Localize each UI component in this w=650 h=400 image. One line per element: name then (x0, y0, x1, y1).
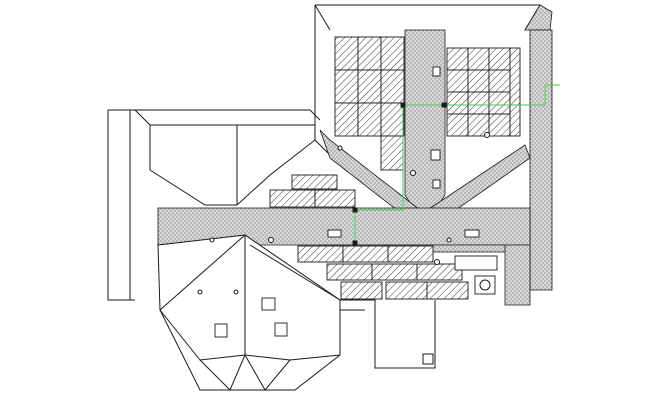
lower-left-roof (157, 234, 341, 391)
solar-panel (467, 47, 490, 71)
vent-round (197, 289, 203, 295)
solar-panel (380, 69, 405, 104)
skylight (464, 229, 480, 238)
skylight (214, 323, 228, 338)
solar-panel (426, 281, 469, 300)
skylight (454, 255, 498, 271)
wire-right (403, 84, 560, 106)
solar-panel (446, 47, 469, 71)
solar-panel-array-lower (297, 245, 469, 300)
lower-extension (340, 299, 436, 369)
vent-round (484, 132, 490, 138)
solar-panel (334, 69, 359, 104)
roof-fixtures (197, 66, 498, 338)
solar-panel (326, 263, 373, 281)
extension-outline (340, 299, 436, 369)
skylight (327, 229, 342, 238)
solar-panel (446, 69, 469, 93)
wing-hip-left (314, 4, 331, 31)
solar-panel (357, 102, 382, 137)
wiring-nodes (352, 102, 447, 246)
solar-panel (446, 113, 469, 137)
solar-panel (380, 102, 405, 137)
solar-panel (509, 47, 521, 137)
solar-panel (314, 189, 356, 208)
wire-down (354, 105, 404, 243)
gable-end (199, 353, 291, 391)
vent-round (434, 259, 440, 265)
solar-panel (371, 263, 418, 281)
skylight (274, 322, 288, 337)
solar-panel (385, 281, 428, 300)
skylight (432, 179, 441, 189)
solar-panel (416, 263, 463, 281)
vent-round (410, 170, 416, 176)
solar-panel (380, 36, 405, 71)
solar-panel (488, 113, 511, 137)
solar-panel (357, 36, 382, 71)
solar-panel (297, 245, 344, 263)
electrical-wiring (354, 84, 560, 243)
vent-round (337, 145, 343, 151)
skylight (430, 149, 441, 161)
vent-box (422, 353, 434, 365)
solar-panel (488, 91, 511, 115)
skylight (432, 66, 441, 77)
toilet-bowl (479, 279, 491, 291)
solar-panel (387, 245, 434, 263)
gutter-right (529, 29, 553, 291)
skylight (261, 297, 276, 311)
left-hip-a (149, 169, 237, 206)
gutter-lower-right (504, 244, 531, 306)
solar-panel (446, 91, 469, 115)
solar-panel (291, 174, 338, 190)
left-ridge-top (135, 109, 321, 121)
vent-round (209, 237, 215, 243)
left-hip-b (236, 139, 316, 206)
solar-panel-array-upper (334, 36, 521, 171)
wiring-node (441, 102, 447, 108)
gutter-central-valley (404, 29, 446, 226)
solar-panel (357, 69, 382, 104)
gutter-top-right (524, 4, 553, 31)
solar-panel (340, 281, 383, 300)
vent-round (446, 237, 452, 243)
solar-panel (467, 69, 490, 93)
left-eave (134, 109, 151, 170)
solar-panel (380, 135, 404, 171)
vent-round (233, 289, 239, 295)
solar-panel (467, 91, 490, 115)
solar-panel (334, 36, 359, 71)
solar-panel (488, 69, 511, 93)
wing-top-wall (315, 4, 551, 13)
wiring-node (400, 102, 406, 108)
left-building (107, 109, 321, 301)
hip-left (159, 234, 246, 311)
left-wall-outer (107, 110, 135, 301)
solar-panel-array-middle (269, 174, 356, 208)
solar-panel (488, 47, 511, 71)
solar-panel (334, 102, 359, 137)
solar-panel (269, 189, 316, 208)
lower-roof-outline (157, 234, 341, 391)
wiring-node (352, 207, 358, 213)
vent-round (268, 237, 274, 243)
wiring-node (352, 240, 358, 246)
solar-panel (342, 245, 389, 263)
hip-right (249, 244, 341, 301)
